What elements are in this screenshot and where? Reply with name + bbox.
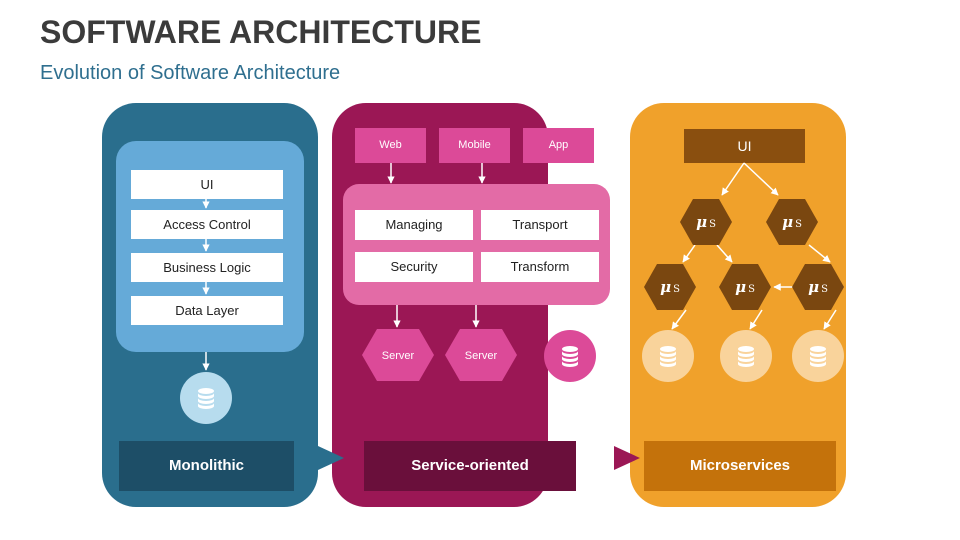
mu-symbol: μ: [696, 213, 707, 231]
layer-ui: UI: [131, 170, 283, 199]
svg-text:μS: μS: [782, 213, 802, 231]
service-oriented-label: Service-oriented: [364, 441, 576, 491]
flow-arrow: [671, 309, 687, 330]
flow-arrow: [682, 244, 696, 263]
service-suffix: S: [709, 219, 716, 230]
mu-symbol: μ: [808, 278, 819, 296]
service-suffix: S: [795, 219, 802, 230]
layer-access-control: Access Control: [131, 210, 283, 239]
page-subtitle: Evolution of Software Architecture: [40, 62, 341, 84]
flow-arrow: [823, 309, 837, 330]
service-managing: Managing: [355, 210, 473, 240]
database-icon: [792, 330, 844, 382]
svg-text:μS: μS: [808, 278, 828, 296]
database-icon: [720, 330, 772, 382]
mu-symbol: μ: [735, 278, 746, 296]
layer-data: Data Layer: [131, 296, 283, 325]
service-bus: [343, 184, 610, 305]
client-app: App: [523, 128, 594, 163]
service-security: Security: [355, 252, 473, 282]
page-title: SOFTWARE ARCHITECTURE: [40, 14, 482, 50]
client-web: Web: [355, 128, 426, 163]
flow-arrow: [808, 244, 831, 263]
microservices-label: Microservices: [644, 441, 836, 491]
mu-symbol: μ: [782, 213, 793, 231]
database-icon: [180, 372, 232, 424]
micro-ui-box: UI: [684, 129, 805, 163]
service-transport: Transport: [481, 210, 599, 240]
service-transform: Transform: [481, 252, 599, 282]
service-suffix: S: [748, 284, 755, 295]
mu-symbol: μ: [660, 278, 671, 296]
server-label: Server: [465, 350, 498, 362]
server-label: Server: [382, 350, 415, 362]
flow-arrow: [721, 162, 745, 196]
svg-text:μS: μS: [660, 278, 680, 296]
server-hexagon: Server: [362, 329, 434, 381]
flow-arrow: [749, 309, 763, 330]
service-suffix: S: [673, 284, 680, 295]
database-icon: [544, 330, 596, 382]
flow-arrow: [716, 244, 733, 263]
server-hexagon: Server: [445, 329, 517, 381]
monolithic-label: Monolithic: [119, 441, 294, 491]
svg-text:μS: μS: [735, 278, 755, 296]
panel-connector-arrow: [614, 446, 640, 470]
client-mobile: Mobile: [439, 128, 510, 163]
panel-connector-arrow: [318, 446, 344, 470]
flow-arrow: [743, 162, 779, 196]
service-oriented-panel: [332, 103, 548, 507]
layer-business-logic: Business Logic: [131, 253, 283, 282]
svg-text:μS: μS: [696, 213, 716, 231]
database-icon: [642, 330, 694, 382]
service-suffix: S: [821, 284, 828, 295]
